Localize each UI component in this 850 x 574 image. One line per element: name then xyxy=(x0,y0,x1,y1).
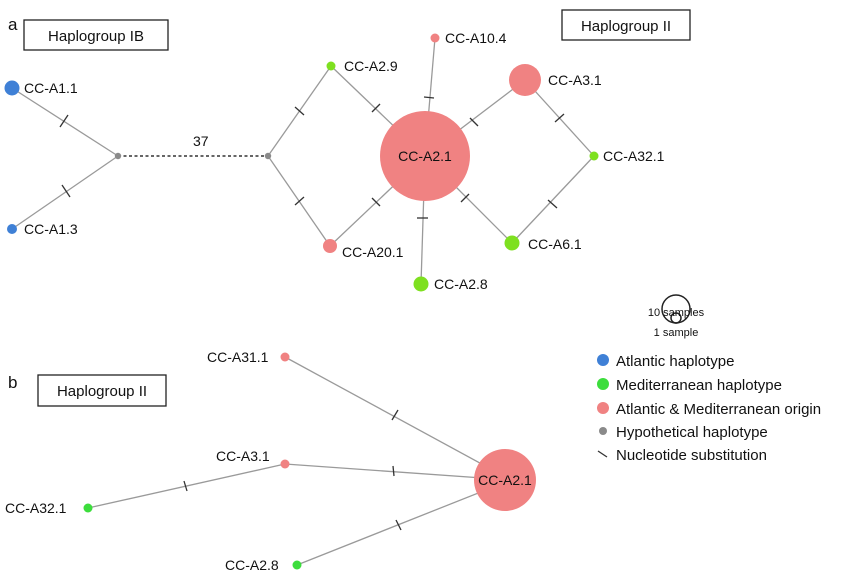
tick-mark-icon xyxy=(294,196,305,206)
node-cc-a10-4 xyxy=(430,33,440,43)
blue-circle-icon xyxy=(597,354,609,366)
node-b-cc-a3-1 xyxy=(280,459,290,469)
scale-label-small: 1 sample xyxy=(654,327,699,339)
panel-a-letter: a xyxy=(8,15,18,34)
tick-mark-icon xyxy=(597,450,608,458)
label-cc-a2-1: CC-A2.1 xyxy=(398,148,452,164)
edge-a1-1 xyxy=(11,87,119,157)
label-cc-a20-1: CC-A20.1 xyxy=(342,244,404,260)
panel-b-letter: b xyxy=(8,373,17,392)
size-scale: 10 samples 1 sample xyxy=(648,294,705,339)
scale-circle-small xyxy=(670,312,682,324)
legend: Atlantic haplotype Mediterranean haploty… xyxy=(597,353,821,464)
edges-panel-b xyxy=(87,356,512,566)
label-cc-a10-4: CC-A10.4 xyxy=(445,30,507,46)
label-b-cc-a32-1: CC-A32.1 xyxy=(5,500,67,516)
legend-label-mediterranean: Mediterranean haplotype xyxy=(616,377,782,394)
edge-a1-3 xyxy=(11,155,119,230)
pink-circle-icon xyxy=(597,402,609,414)
node-hypothetical-2 xyxy=(264,152,272,160)
tick-mark-icon xyxy=(61,184,71,198)
edge-b-a32-1 xyxy=(87,463,286,509)
label-b-cc-a2-1: CC-A2.1 xyxy=(478,472,532,488)
label-cc-a1-3: CC-A1.3 xyxy=(24,221,78,237)
dashed-edge-count: 37 xyxy=(193,133,209,149)
tick-mark-icon xyxy=(392,465,395,477)
node-cc-a6-1 xyxy=(504,235,520,251)
node-cc-a3-1 xyxy=(509,64,541,96)
node-cc-a1-1 xyxy=(4,80,20,96)
haplogroup-ii-label-b: Haplogroup II xyxy=(57,383,147,400)
legend-label-atlantic: Atlantic haplotype xyxy=(616,353,734,370)
node-cc-a1-3 xyxy=(7,224,17,234)
tick-mark-icon xyxy=(294,106,305,116)
label-cc-a1-1: CC-A1.1 xyxy=(24,80,78,96)
edge-b-a3-1 xyxy=(284,463,512,481)
tick-mark-icon xyxy=(395,519,402,531)
tick-mark-icon xyxy=(469,117,479,127)
tick-mark-icon xyxy=(460,193,470,203)
tick-mark-icon xyxy=(547,199,558,209)
node-hypothetical-1 xyxy=(114,152,122,160)
edge-b-a2-8 xyxy=(296,479,512,566)
substitution-ticks-panel-a xyxy=(59,96,565,219)
node-b-cc-a32-1 xyxy=(83,503,93,513)
node-cc-a2-9 xyxy=(326,61,336,71)
haplogroup-ii-label-a: Haplogroup II xyxy=(581,18,671,35)
haplogroup-ii-box-a xyxy=(561,9,691,41)
node-cc-a20-1 xyxy=(323,239,337,253)
green-circle-icon xyxy=(597,378,609,390)
haplogroup-ii-box-b xyxy=(37,374,167,407)
substitution-ticks-panel-b xyxy=(183,409,402,531)
label-b-cc-a31-1: CC-A31.1 xyxy=(207,349,269,365)
tick-mark-icon xyxy=(423,96,435,99)
tick-mark-icon xyxy=(554,113,565,123)
node-b-cc-a2-1 xyxy=(474,449,536,511)
node-b-cc-a2-8 xyxy=(292,560,302,570)
tick-mark-icon xyxy=(371,103,381,113)
haplogroup-ib-box xyxy=(23,19,169,51)
edge-a32-1-a6-1 xyxy=(511,155,595,244)
node-cc-a2-1 xyxy=(380,111,470,201)
label-cc-a2-9: CC-A2.9 xyxy=(344,58,398,74)
grey-circle-icon xyxy=(599,427,607,435)
tick-mark-icon xyxy=(391,409,399,421)
tick-mark-icon xyxy=(59,114,69,128)
label-cc-a32-1: CC-A32.1 xyxy=(603,148,665,164)
legend-label-both-origin: Atlantic & Mediterranean origin xyxy=(616,401,821,418)
label-cc-a3-1: CC-A3.1 xyxy=(548,72,602,88)
haplogroup-ib-label: Haplogroup IB xyxy=(48,28,144,45)
node-cc-a2-8 xyxy=(413,276,429,292)
label-b-cc-a3-1: CC-A3.1 xyxy=(216,448,270,464)
edge-b-a31-1 xyxy=(284,356,512,481)
label-cc-a6-1: CC-A6.1 xyxy=(528,236,582,252)
tick-mark-icon xyxy=(183,480,188,492)
legend-label-substitution: Nucleotide substitution xyxy=(616,447,767,464)
legend-label-hypothetical: Hypothetical haplotype xyxy=(616,424,768,441)
tick-mark-icon xyxy=(371,197,381,207)
label-cc-a2-8: CC-A2.8 xyxy=(434,276,488,292)
node-b-cc-a31-1 xyxy=(280,352,290,362)
scale-label-large: 10 samples xyxy=(648,307,705,319)
node-cc-a32-1 xyxy=(589,151,599,161)
label-b-cc-a2-8: CC-A2.8 xyxy=(225,557,279,573)
